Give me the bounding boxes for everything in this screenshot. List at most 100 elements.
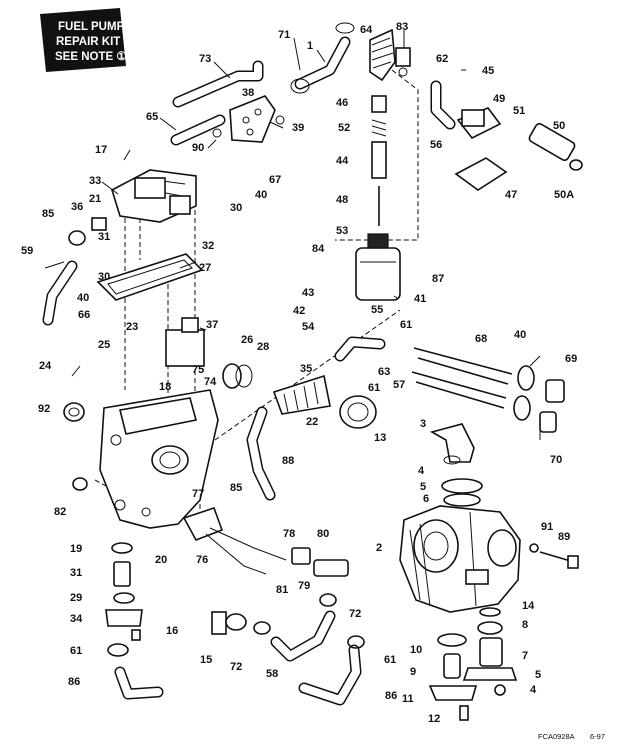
fuel-pump-body-2 <box>399 505 521 613</box>
connector-80 <box>291 547 311 565</box>
callout-37: 37 <box>206 319 218 331</box>
callout-21: 21 <box>89 193 101 205</box>
callout-64: 64 <box>360 24 373 36</box>
hose-86b <box>298 644 362 706</box>
callout-19: 19 <box>70 543 82 555</box>
filter-screen-64 <box>369 28 396 82</box>
callout-35: 35 <box>300 363 312 375</box>
note-line-1: FUEL PUMP <box>58 21 125 33</box>
callout-61-a: 61 <box>400 319 412 331</box>
callout-4-a: 4 <box>418 465 425 477</box>
callout-55: 55 <box>371 304 383 316</box>
callout-77: 77 <box>192 488 204 500</box>
grommet-92 <box>63 402 85 422</box>
callout-63: 63 <box>378 366 390 378</box>
callout-31-b: 31 <box>70 567 82 579</box>
callout-26: 26 <box>241 334 253 346</box>
clamps-72 <box>253 593 337 635</box>
callout-5-b: 5 <box>535 669 541 681</box>
callout-14: 14 <box>522 600 535 612</box>
callout-57: 57 <box>393 379 405 391</box>
washer-82 <box>72 477 88 491</box>
callout-11: 11 <box>402 693 414 705</box>
callout-41: 41 <box>414 293 426 305</box>
callout-30-b: 30 <box>98 271 110 283</box>
callout-49: 49 <box>493 93 505 105</box>
callout-3: 3 <box>420 418 426 430</box>
housing-20 <box>99 389 219 529</box>
callout-24: 24 <box>39 360 52 372</box>
hose-86a <box>114 666 164 700</box>
fitting-36 <box>91 217 107 231</box>
callout-72-a: 72 <box>349 608 361 620</box>
hose-56-62 <box>430 80 456 130</box>
callout-36: 36 <box>71 201 83 213</box>
callout-92: 92 <box>38 403 50 415</box>
callout-31-a: 31 <box>98 231 110 243</box>
callout-12: 12 <box>428 713 440 725</box>
callout-79: 79 <box>298 580 310 592</box>
callout-88: 88 <box>282 455 294 467</box>
callout-20: 20 <box>155 554 167 566</box>
callout-13: 13 <box>374 432 386 444</box>
leader-lines <box>44 30 541 440</box>
callout-33: 33 <box>89 175 101 187</box>
callout-numbers: 71 1 64 83 73 62 45 38 46 49 65 39 52 51… <box>21 21 577 725</box>
callout-48: 48 <box>336 194 348 206</box>
callout-71: 71 <box>278 29 290 41</box>
callout-72-b: 72 <box>230 661 242 673</box>
fitting-22 <box>339 395 377 429</box>
callout-58: 58 <box>266 668 278 680</box>
note-line-2: REPAIR KIT <box>56 36 120 48</box>
callout-81: 81 <box>276 584 288 596</box>
callout-6: 6 <box>423 493 429 505</box>
callout-10: 10 <box>410 644 422 656</box>
hose-58 <box>270 610 336 662</box>
figure-code: FCA0928A <box>538 732 575 741</box>
callout-70: 70 <box>550 454 562 466</box>
cover-47 <box>454 157 508 191</box>
callout-38: 38 <box>242 87 254 99</box>
figure-date: 6-97 <box>590 732 605 741</box>
callout-85-b: 85 <box>230 482 242 494</box>
callout-5-a: 5 <box>420 481 426 493</box>
parts-stack-right <box>428 607 518 721</box>
stem-48-44-52 <box>371 95 387 226</box>
tubes-68 <box>411 347 535 421</box>
callout-69: 69 <box>565 353 577 365</box>
hose-65 <box>170 114 226 146</box>
callout-34: 34 <box>70 613 83 625</box>
callout-61-c: 61 <box>70 645 82 657</box>
elbow-3 <box>429 423 475 465</box>
callout-23: 23 <box>126 321 138 333</box>
parts-stack-left <box>105 542 143 657</box>
sender-76 <box>182 506 287 575</box>
callout-78: 78 <box>283 528 295 540</box>
callout-54: 54 <box>302 321 315 333</box>
clamp-85a <box>68 230 86 246</box>
footer: FCA0928A 6-97 <box>538 732 605 741</box>
seal-26-28 <box>222 363 253 389</box>
callout-76: 76 <box>196 554 208 566</box>
callout-61-b: 61 <box>368 382 380 394</box>
callout-75: 75 <box>192 364 204 376</box>
clamp-71 <box>290 22 355 94</box>
bracket-38 <box>212 95 285 143</box>
callout-40-c: 40 <box>514 329 526 341</box>
callout-61-d: 61 <box>384 654 396 666</box>
callout-67: 67 <box>269 174 281 186</box>
callout-27: 27 <box>199 262 211 274</box>
callout-46: 46 <box>336 97 348 109</box>
callout-56: 56 <box>430 139 442 151</box>
callout-45: 45 <box>482 65 494 77</box>
callout-28: 28 <box>257 341 269 353</box>
callout-4-b: 4 <box>530 684 537 696</box>
callout-7: 7 <box>522 650 528 662</box>
filter-hose-35 <box>272 374 331 415</box>
callout-50A: 50A <box>554 189 574 201</box>
callout-40-a: 40 <box>255 189 267 201</box>
callout-29: 29 <box>70 592 82 604</box>
callout-43: 43 <box>302 287 314 299</box>
callout-66: 66 <box>78 309 90 321</box>
callout-25: 25 <box>98 339 110 351</box>
